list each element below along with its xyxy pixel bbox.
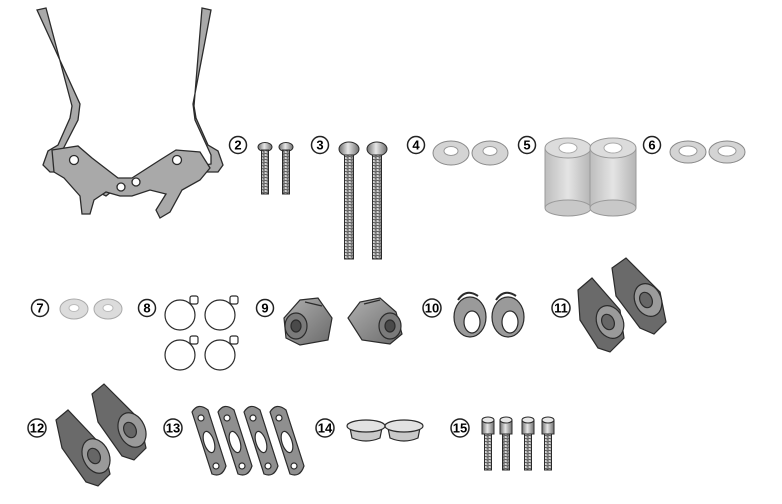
rubber-grommet — [453, 291, 487, 338]
gasket — [191, 405, 227, 476]
gasket — [243, 405, 279, 476]
rubber-cap — [577, 277, 625, 353]
svg-text:13: 13 — [166, 421, 180, 436]
socket-screw — [541, 416, 555, 471]
socket-screw — [499, 416, 513, 471]
spacer — [589, 137, 637, 217]
label-11: 11 — [551, 298, 571, 318]
rubber-cap-large — [91, 383, 147, 461]
label-10: 10 — [422, 298, 442, 318]
rubber-cap — [611, 257, 667, 335]
clip — [204, 295, 239, 331]
rubber-cap-large — [55, 409, 111, 487]
socket-screw — [481, 416, 495, 471]
svg-text:9: 9 — [261, 301, 268, 316]
label-14: 14 — [315, 418, 335, 438]
plug — [384, 419, 424, 442]
rubber-mount — [283, 297, 333, 346]
svg-text:11: 11 — [554, 301, 568, 316]
gasket — [217, 405, 253, 476]
svg-text:12: 12 — [30, 421, 44, 436]
svg-text:2: 2 — [234, 138, 241, 153]
label-15: 15 — [450, 418, 470, 438]
label-13: 13 — [163, 418, 183, 438]
label-4: 4 — [406, 135, 426, 155]
svg-text:6: 6 — [648, 138, 655, 153]
thin-washer — [669, 140, 707, 164]
bracket-frame — [36, 7, 224, 219]
short-bolt — [257, 142, 273, 195]
svg-text:5: 5 — [523, 138, 530, 153]
small-washer — [93, 298, 123, 320]
plug — [346, 419, 386, 442]
label-9: 9 — [255, 298, 275, 318]
short-bolt — [278, 142, 294, 195]
rubber-mount — [347, 297, 403, 345]
clip — [204, 335, 239, 371]
spacer — [544, 137, 592, 217]
label-7: 7 — [30, 298, 50, 318]
svg-text:4: 4 — [412, 138, 420, 153]
socket-screw — [521, 416, 535, 471]
label-8: 8 — [137, 298, 157, 318]
label-12: 12 — [27, 418, 47, 438]
long-bolt — [338, 141, 360, 260]
clip — [164, 335, 199, 371]
svg-text:8: 8 — [143, 301, 150, 316]
svg-text:10: 10 — [425, 301, 439, 316]
gasket — [269, 405, 305, 476]
svg-text:3: 3 — [316, 138, 323, 153]
svg-text:15: 15 — [453, 421, 467, 436]
label-2: 2 — [228, 135, 248, 155]
clip — [164, 295, 199, 331]
label-5: 5 — [517, 135, 537, 155]
small-washer — [59, 298, 89, 320]
long-bolt — [366, 141, 388, 260]
thin-washer — [708, 140, 746, 164]
svg-text:7: 7 — [36, 301, 43, 316]
svg-text:14: 14 — [318, 421, 333, 436]
washer — [471, 140, 509, 166]
rubber-grommet — [491, 291, 525, 338]
label-3: 3 — [310, 135, 330, 155]
label-6: 6 — [642, 135, 662, 155]
washer — [432, 140, 470, 166]
